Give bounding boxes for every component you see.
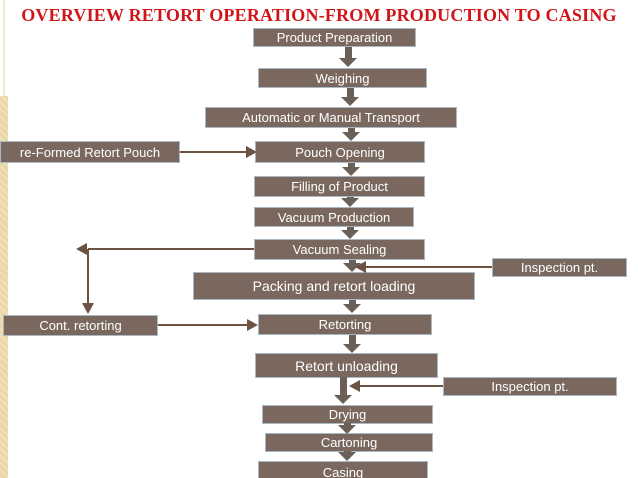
down-arrow-retorting-to-unloading-icon: [343, 335, 361, 353]
down-arrow-transport-to-pouch-opening-icon: [342, 128, 360, 141]
flow-node-product-preparation: Product Preparation: [253, 28, 416, 47]
down-arrow-sealing-to-packing-icon: [343, 260, 361, 272]
down-arrow-vacuum-production-to-sealing-icon: [341, 227, 359, 239]
down-arrow-pouch-opening-to-filling-icon: [342, 163, 360, 176]
arrowhead-down-icon: [82, 303, 94, 314]
arrowhead-right-icon: [247, 319, 258, 331]
left-accent-strip: [0, 96, 8, 478]
flow-node-vacuum-production: Vacuum Production: [254, 207, 414, 227]
connector-preformed-pouch-to-pouch-opening: [180, 151, 247, 153]
down-arrow-filling-to-vacuum-production-icon: [341, 197, 359, 207]
down-arrow-cartoning-to-casing-icon: [338, 451, 356, 461]
down-arrow-unloading-to-drying-icon: [334, 377, 352, 404]
flow-node-pouch-opening: Pouch Opening: [255, 141, 425, 163]
flow-node-pre-formed-retort-pouch: re-Formed Retort Pouch: [0, 141, 180, 163]
connector-vacuum-sealing-loop-horizontal: [88, 248, 254, 250]
connector-inspection-2: [360, 385, 443, 387]
flow-node-vacuum-sealing: Vacuum Sealing: [254, 239, 425, 260]
connector-inspection-1: [366, 266, 492, 268]
down-arrow-drying-to-cartoning-icon: [338, 423, 356, 434]
flow-node-retorting: Retorting: [258, 314, 432, 335]
flow-node-inspection-point-1: Inspection pt.: [492, 258, 627, 277]
arrowhead-left-icon: [355, 261, 366, 273]
down-arrow-packing-to-retorting-icon: [343, 300, 361, 313]
slide-title: OVERVIEW RETORT OPERATION-FROM PRODUCTIO…: [21, 5, 617, 25]
flow-node-weighing: Weighing: [258, 68, 427, 88]
connector-vacuum-sealing-loop-vertical: [87, 249, 89, 304]
flow-node-cont-retorting: Cont. retorting: [3, 315, 158, 336]
flow-node-retort-unloading: Retort unloading: [255, 353, 438, 378]
flow-node-filling-of-product: Filling of Product: [254, 176, 425, 197]
flow-node-casing: Casing: [258, 461, 428, 478]
flow-node-cartoning: Cartoning: [265, 433, 433, 452]
arrowhead-left-icon: [76, 243, 87, 255]
flow-node-packing-and-retort-loading: Packing and retort loading: [193, 272, 475, 300]
down-arrow-product-preparation-to-weighing-icon: [339, 47, 357, 67]
down-arrow-weighing-to-transport-icon: [341, 88, 359, 106]
left-accent-line: [3, 0, 5, 96]
arrowhead-right-icon: [246, 146, 257, 158]
flow-node-automatic-or-manual-transport: Automatic or Manual Transport: [205, 107, 457, 128]
flow-node-inspection-point-2: Inspection pt.: [443, 377, 617, 396]
connector-cont-retorting-to-retorting: [158, 324, 248, 326]
arrowhead-left-icon: [349, 380, 360, 392]
flow-node-drying: Drying: [262, 405, 433, 424]
